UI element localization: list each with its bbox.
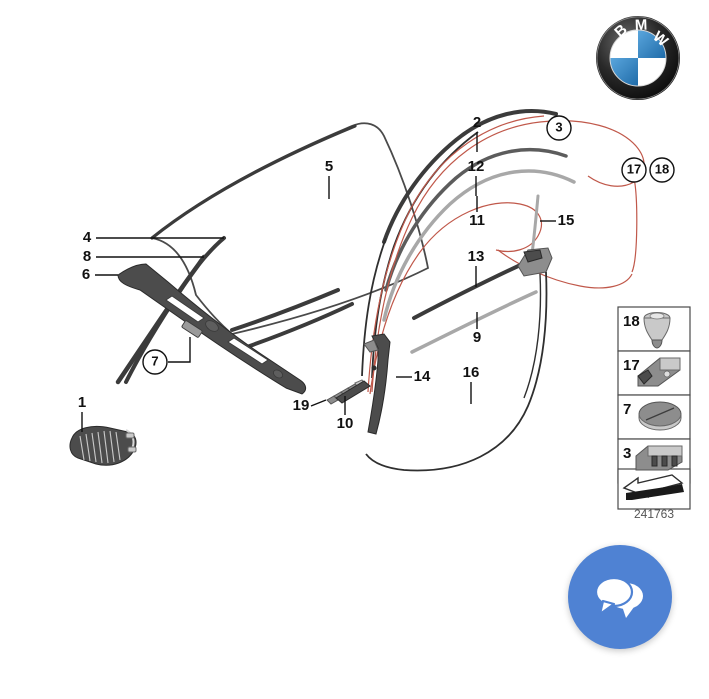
a-pillar-outline-inner [361, 237, 387, 377]
callout-label-2: 2 [473, 114, 481, 131]
windshield-upper-trim [150, 124, 357, 240]
leader-line-19 [310, 399, 327, 407]
speech-bubble-front-tail [598, 599, 616, 616]
cover-cap-icon [638, 401, 682, 431]
door-trim-group [365, 194, 553, 472]
trim-strip-12 [384, 147, 568, 292]
trim-strip-2 [382, 109, 558, 244]
callout-label-1: 1 [78, 394, 86, 411]
callout-circle-3 [546, 115, 572, 141]
diagram-code: 241763 [634, 507, 674, 521]
b-pillar-trim-tab [363, 339, 379, 353]
highlight-outlines [367, 115, 645, 395]
bmw-ring-highlight [596, 16, 680, 100]
highlight-region-right-edge [631, 177, 638, 273]
callout-label-5: 5 [325, 158, 333, 175]
grille-frame [69, 425, 137, 466]
trim-strip-15 [530, 194, 540, 256]
callout-label-13: 13 [468, 248, 485, 265]
mirror-base-shadow [523, 249, 543, 263]
speech-bubbles-icon [594, 576, 643, 618]
bmw-logo: B M W [596, 16, 680, 100]
callout-leaders [81, 132, 556, 432]
bmw-quadrant-blue-bl [610, 58, 638, 86]
retaining-clip-icon [635, 445, 683, 471]
cowl-panel-boss [205, 320, 219, 332]
b-pillar-trim-14 [367, 333, 391, 435]
callout-label-7: 7 [151, 353, 158, 368]
cowl-trim-extension-b [242, 302, 354, 350]
chat-support-button[interactable] [568, 545, 672, 649]
highlight-region-tail [497, 249, 633, 289]
callout-label-15: 15 [558, 212, 575, 229]
callout-label-8: 8 [83, 248, 91, 265]
speech-bubble-front [594, 576, 634, 608]
callout-label-16: 16 [463, 364, 480, 381]
bracket-icon [637, 357, 681, 387]
callout-label-18: 18 [655, 161, 669, 176]
direction-arrow-icon [622, 474, 684, 500]
legend-number-18: 18 [623, 313, 640, 330]
grille-tab-1 [125, 432, 135, 439]
callout-label-19: 19 [293, 397, 310, 414]
cowl-panel-slot-2 [227, 337, 269, 365]
callout-label-14: 14 [414, 368, 431, 385]
cowl-panel-assembly [117, 263, 307, 395]
pillar-trim-group [361, 109, 576, 379]
grille-slats [79, 430, 121, 464]
leader-line-7 [168, 337, 191, 363]
callout-label-11: 11 [469, 212, 485, 229]
windshield-glass-group [149, 122, 430, 335]
callout-label-10: 10 [337, 415, 354, 432]
bmw-quadrant-white-tl [610, 30, 638, 58]
legend-number-7: 7 [623, 401, 631, 418]
callout-label-3: 3 [555, 119, 562, 134]
trim-strip-9 [410, 290, 538, 354]
b-pillar-trim-hole [371, 365, 377, 371]
callout-label-4: 4 [83, 229, 92, 246]
bmw-quadrant-blue-tr [638, 30, 666, 58]
callout-label-12: 12 [468, 158, 485, 175]
bmw-inner-ring [609, 29, 667, 87]
bmw-quadrant-white-br [638, 58, 666, 86]
door-outline-inner [523, 273, 542, 399]
callout-label-6: 6 [82, 266, 90, 283]
callout-label-17: 17 [627, 161, 641, 176]
small-parts-group [326, 379, 371, 405]
door-outline-16 [365, 271, 548, 472]
grille-tab-2 [127, 446, 137, 453]
trim-strip-11 [382, 169, 576, 322]
callout-label-9: 9 [473, 329, 481, 346]
highlight-region-upper-inner [367, 115, 545, 393]
legend-number-17: 17 [623, 357, 640, 374]
callout-circle-7 [142, 349, 168, 375]
legend-number-3: 3 [623, 445, 631, 462]
kidney-grille-assembly [69, 425, 137, 466]
cowl-trim-extension-a [230, 288, 340, 332]
legend-panel: 241763 18 17 7 3 [617, 306, 691, 521]
b-pillar-trim-group [363, 333, 391, 435]
grommet-icon [643, 312, 671, 349]
cowl-panel-slot-1 [165, 295, 205, 323]
svg-text:M: M [635, 17, 648, 34]
callout-circle-17 [621, 157, 647, 183]
speech-bubble-back-tail [622, 606, 634, 618]
cowl-panel-clip-7 [181, 320, 203, 338]
cowl-panel-boss-2 [272, 369, 284, 379]
callout-circle-18 [649, 157, 675, 183]
